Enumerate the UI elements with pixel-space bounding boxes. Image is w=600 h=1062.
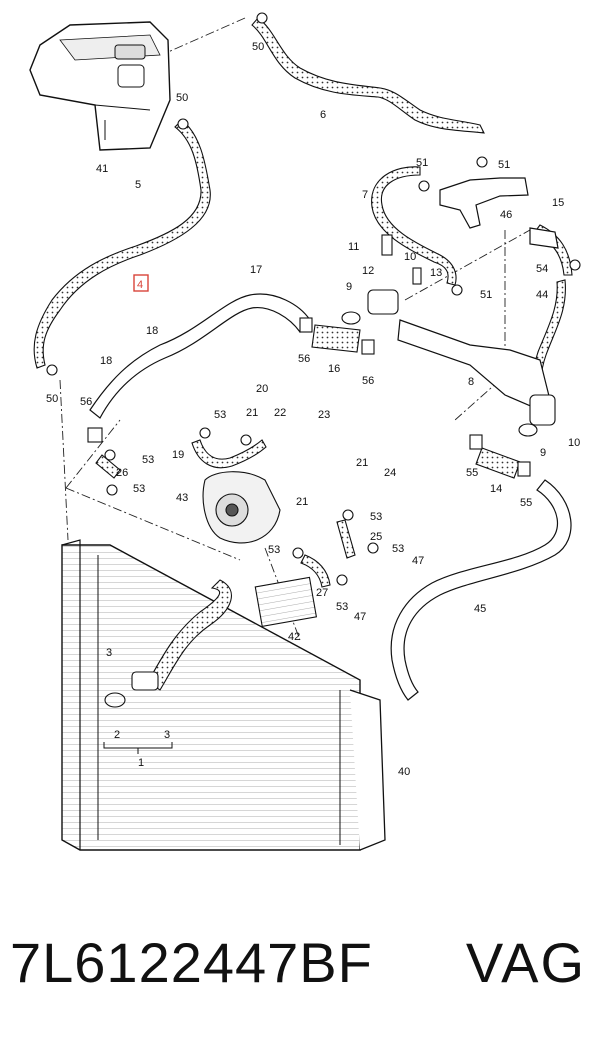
callout-27: 27 xyxy=(316,587,328,599)
callout-50: 50 xyxy=(252,41,264,53)
callout-22: 22 xyxy=(274,407,286,419)
callout-15: 15 xyxy=(552,197,564,209)
callout-16: 16 xyxy=(328,363,340,375)
callout-3: 3 xyxy=(164,729,170,741)
callout-53: 53 xyxy=(214,409,226,421)
callout-14: 14 xyxy=(490,483,502,495)
callout-10: 10 xyxy=(404,251,416,263)
part-number: 7L6122447BF xyxy=(10,931,373,994)
callout-53: 53 xyxy=(142,454,154,466)
callout-53: 53 xyxy=(392,543,404,555)
callout-12: 12 xyxy=(362,265,374,277)
callout-21: 21 xyxy=(356,457,368,469)
callout-20: 20 xyxy=(256,383,268,395)
callout-1: 1 xyxy=(138,757,144,769)
callout-labels: 50 6 50 41 5 4 50 18 18 17 56 16 56 9 11… xyxy=(46,41,580,778)
callout-53: 53 xyxy=(336,601,348,613)
callout-47: 47 xyxy=(354,611,366,623)
callout-55: 55 xyxy=(466,467,478,479)
callout-53: 53 xyxy=(268,544,280,556)
callout-17: 17 xyxy=(250,264,262,276)
callout-18: 18 xyxy=(100,355,112,367)
callout-56: 56 xyxy=(362,375,374,387)
coolant-hose-diagram: 50 6 50 41 5 4 50 18 18 17 56 16 56 9 11… xyxy=(29,12,581,851)
callout-21: 21 xyxy=(296,496,308,508)
callout-3: 3 xyxy=(106,647,112,659)
callout-43: 43 xyxy=(176,492,188,504)
callout-46: 46 xyxy=(500,209,512,221)
callout-44: 44 xyxy=(536,289,548,301)
callout-9: 9 xyxy=(540,447,546,459)
expansion-tank xyxy=(29,21,171,151)
brand-label: VAG xyxy=(465,931,586,994)
footer: 7L6122447BF VAG xyxy=(0,930,600,1040)
hose-clamps xyxy=(46,12,581,586)
bracket-1 xyxy=(103,742,173,754)
callout-40: 40 xyxy=(398,766,410,778)
callout-13: 13 xyxy=(430,267,442,279)
callout-47: 47 xyxy=(412,555,424,567)
callout-5: 5 xyxy=(135,179,141,191)
callout-53: 53 xyxy=(370,511,382,523)
callout-51: 51 xyxy=(416,157,428,169)
callout-56: 56 xyxy=(80,396,92,408)
callout-19: 19 xyxy=(172,449,184,461)
callout-51: 51 xyxy=(498,159,510,171)
callout-26: 26 xyxy=(116,467,128,479)
callout-56: 56 xyxy=(298,353,310,365)
highlight-box-4 xyxy=(133,274,149,292)
callout-24: 24 xyxy=(384,467,396,479)
pipes xyxy=(89,177,572,701)
callout-18: 18 xyxy=(146,325,158,337)
callout-6: 6 xyxy=(320,109,326,121)
callout-9: 9 xyxy=(346,281,352,293)
callout-50: 50 xyxy=(46,393,58,405)
callout-10: 10 xyxy=(568,437,580,449)
callout-54: 54 xyxy=(536,263,548,275)
components xyxy=(104,234,556,708)
callout-25: 25 xyxy=(370,531,382,543)
callout-4: 4 xyxy=(137,279,143,291)
callout-2: 2 xyxy=(114,729,120,741)
callout-50: 50 xyxy=(176,92,188,104)
callout-55: 55 xyxy=(520,497,532,509)
callout-23: 23 xyxy=(318,409,330,421)
callout-11: 11 xyxy=(348,241,359,253)
callout-42: 42 xyxy=(288,631,300,643)
callout-21: 21 xyxy=(246,407,258,419)
callout-53: 53 xyxy=(133,483,145,495)
callout-7: 7 xyxy=(362,189,368,201)
callout-45: 45 xyxy=(474,603,486,615)
callout-41: 41 xyxy=(96,163,108,175)
callout-51: 51 xyxy=(480,289,492,301)
callout-8: 8 xyxy=(468,376,474,388)
radiator xyxy=(61,539,386,851)
